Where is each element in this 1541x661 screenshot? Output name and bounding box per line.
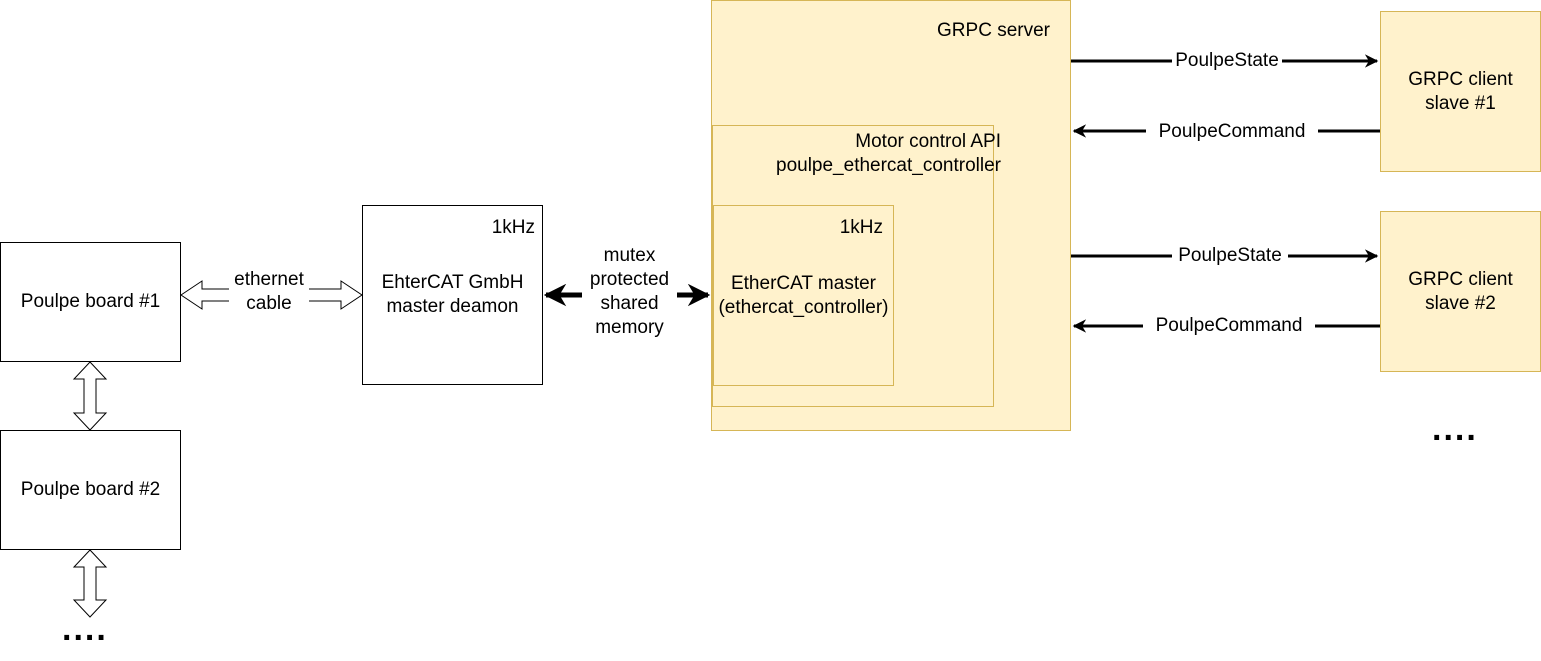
grpc-client-1[interactable]: GRPC client slave #1 [1380,11,1541,172]
grpc-client-2[interactable]: GRPC client slave #2 [1380,211,1541,372]
ethercat-master-box[interactable]: 1kHz EtherCAT master (ethercat_controlle… [713,205,894,386]
more-boards-ellipsis: .... [62,610,108,648]
ethernet-cable-label: ethernet cable [229,268,309,316]
daemon-frequency: 1kHz [491,217,535,238]
poulpe-board-2[interactable]: Poulpe board #2 [0,430,181,550]
poulpe-board-2-label: Poulpe board #2 [20,479,161,500]
grpc-client-1-label: GRPC client slave #1 [1408,68,1513,114]
poulpe-board-1[interactable]: Poulpe board #1 [0,242,181,362]
poulpe-state-label-2: PoulpeState [1172,244,1288,268]
poulpe-command-label-1: PoulpeCommand [1146,120,1318,144]
shared-memory-label: mutex protected shared memory [582,244,677,340]
poulpe-command-label-2: PoulpeCommand [1143,314,1315,338]
motor-control-api-title: Motor control API poulpe_ethercat_contro… [776,131,1001,176]
daemon-label: EhterCAT GmbH master deamon [381,272,524,317]
master-label: EtherCAT master (ethercat_controller) [718,272,889,318]
more-clients-ellipsis: .... [1432,410,1478,448]
board-chain-arrow-2 [72,549,108,618]
board-chain-arrow-1 [72,361,108,431]
grpc-client-2-label: GRPC client slave #2 [1408,268,1513,314]
master-frequency: 1kHz [839,217,883,238]
poulpe-board-1-label: Poulpe board #1 [20,291,161,312]
grpc-server-title: GRPC server [937,20,1050,41]
ethercat-daemon-box[interactable]: 1kHz EhterCAT GmbH master deamon [362,205,543,385]
poulpe-state-label-1: PoulpeState [1172,49,1282,73]
